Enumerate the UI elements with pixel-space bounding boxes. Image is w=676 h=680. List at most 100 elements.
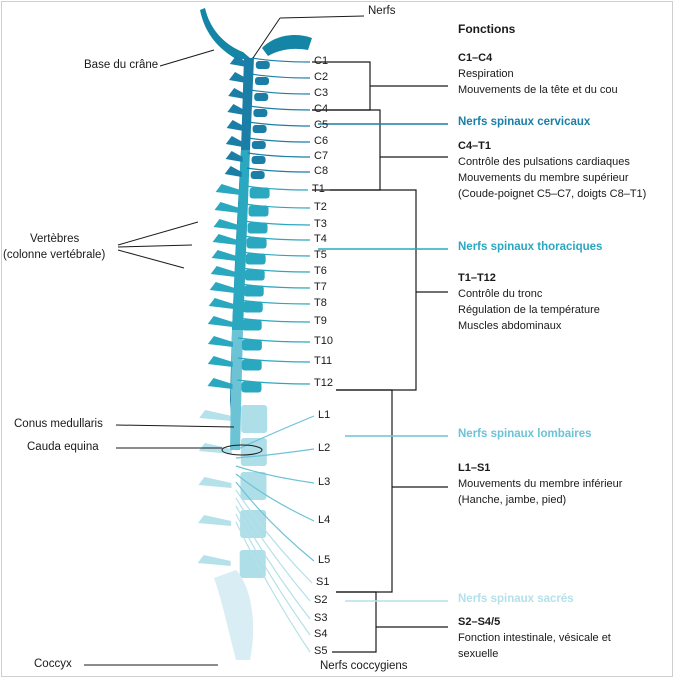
spinal-nerve xyxy=(242,235,311,241)
spinal-nerve xyxy=(241,251,311,257)
spinal-cord-lumbar xyxy=(230,330,243,450)
spinous-process xyxy=(225,136,243,147)
colonne-label: (colonne vertébrale) xyxy=(3,249,106,261)
segment-label-l2: L2 xyxy=(318,442,331,454)
spinal-nerve xyxy=(250,89,311,95)
segment-label-t11: T11 xyxy=(314,355,333,367)
function-title: C4–T1 xyxy=(458,140,492,152)
vertebres-leader-2 xyxy=(117,244,193,248)
spinous-process xyxy=(229,72,246,83)
spinal-nerve xyxy=(235,415,315,451)
function-line: (Coude-poignet C5–C7, doigts C8–T1) xyxy=(458,188,647,200)
vertebra-body xyxy=(244,269,265,281)
function-c4-t1: C4–T1 Contrôle des pulsations cardiaques… xyxy=(458,138,646,202)
cauda-label: Cauda equina xyxy=(27,441,99,453)
spinous-process xyxy=(224,166,242,177)
spinal-nerve xyxy=(249,105,311,111)
segment-label-t6: T6 xyxy=(314,265,327,277)
spinal-nerve xyxy=(245,185,309,191)
spinous-process xyxy=(211,250,237,261)
spinal-nerve xyxy=(235,481,315,562)
spinal-nerve xyxy=(251,73,311,79)
spinous-process xyxy=(199,410,233,421)
segment-label-t1: T1 xyxy=(312,183,325,195)
vertebra-body xyxy=(251,156,266,164)
region-cervical: Nerfs spinaux cervicaux xyxy=(458,116,591,128)
segment-label-s5: S5 xyxy=(314,645,328,657)
function-line: Mouvements de la tête et du cou xyxy=(458,84,618,96)
region-sacral: Nerfs spinaux sacrés xyxy=(458,593,574,605)
vertebra-body xyxy=(250,171,265,179)
vertebra-body xyxy=(246,237,267,249)
segment-label-l4: L4 xyxy=(318,514,331,526)
function-line: Contrôle des pulsations cardiaques xyxy=(458,156,630,168)
segment-label-l1: L1 xyxy=(318,409,331,421)
spinal-nerve xyxy=(246,167,311,173)
vertebra-body xyxy=(243,285,264,297)
nerves-group xyxy=(235,57,315,653)
segment-label-t2: T2 xyxy=(314,201,327,213)
function-title: S2–S4/5 xyxy=(458,616,501,628)
conus-label: Conus medullaris xyxy=(14,418,103,430)
spinous-process xyxy=(228,88,246,99)
function-line: Mouvements du membre inférieur xyxy=(458,478,623,490)
spinal-nerve xyxy=(237,317,311,323)
vertebra-body xyxy=(242,301,263,313)
coccyx-label: Coccyx xyxy=(34,658,72,670)
function-line: Muscles abdominaux xyxy=(458,320,562,332)
skull-base-left xyxy=(200,8,250,60)
spinal-nerve xyxy=(237,357,311,363)
segment-label-c8: C8 xyxy=(314,165,329,177)
spinal-nerve xyxy=(239,283,311,289)
spinal-cord-thoracic xyxy=(232,150,250,330)
spinal-nerve xyxy=(235,521,311,653)
spinous-process xyxy=(213,219,239,230)
function-line: Régulation de la température xyxy=(458,304,600,316)
sacrum xyxy=(214,570,254,660)
segment-label-l3: L3 xyxy=(318,476,331,488)
region-thoracic: Nerfs spinaux thoraciques xyxy=(458,241,603,253)
spinal-nerve xyxy=(235,497,311,602)
segment-label-c5: C5 xyxy=(314,119,329,131)
vertebra-body xyxy=(252,125,267,133)
spinal-nerve xyxy=(244,203,311,209)
spinous-process xyxy=(215,184,241,195)
base-crane-leader xyxy=(159,49,215,67)
vertebra-body xyxy=(253,109,268,117)
spinous-process xyxy=(225,151,243,162)
vertebra-body xyxy=(241,381,262,393)
region-lumbar: Nerfs spinaux lombaires xyxy=(458,428,592,440)
function-line: Respiration xyxy=(458,68,514,80)
function-t1-t12: T1–T12 Contrôle du tronc Régulation de l… xyxy=(458,270,600,334)
function-brackets xyxy=(312,61,448,653)
spinal-nerve xyxy=(248,121,311,127)
conus-leader xyxy=(115,424,235,428)
spinal-nerve xyxy=(251,57,311,63)
vertebra-body xyxy=(248,205,269,217)
vertebra-body xyxy=(241,405,268,433)
spinal-nerve xyxy=(243,220,311,226)
spinous-process xyxy=(229,56,247,67)
spinous-process xyxy=(207,336,233,347)
function-line: sexuelle xyxy=(458,648,499,660)
segment-label-c6: C6 xyxy=(314,135,329,147)
segment-label-s4: S4 xyxy=(314,628,328,640)
segment-label-c1: C1 xyxy=(314,55,329,67)
segment-label-c4: C4 xyxy=(314,103,329,115)
vertebra-body xyxy=(240,472,267,500)
spinous-process xyxy=(208,298,234,309)
segment-label-c3: C3 xyxy=(314,87,329,99)
spinous-process xyxy=(226,120,244,131)
spinous-process xyxy=(207,356,233,367)
base-crane-label: Base du crâne xyxy=(84,59,159,71)
function-line: Contrôle du tronc xyxy=(458,288,543,300)
spinal-nerve xyxy=(247,137,311,143)
spinous-process xyxy=(207,378,233,389)
skull-base-right xyxy=(262,35,312,56)
function-line: (Hanche, jambe, pied) xyxy=(458,494,567,506)
vertebra-body xyxy=(245,253,266,265)
segment-label-s2: S2 xyxy=(314,594,328,606)
segment-label-l5: L5 xyxy=(318,554,331,566)
function-line: Mouvements du membre supérieur xyxy=(458,172,629,184)
spinous-process xyxy=(207,316,233,327)
